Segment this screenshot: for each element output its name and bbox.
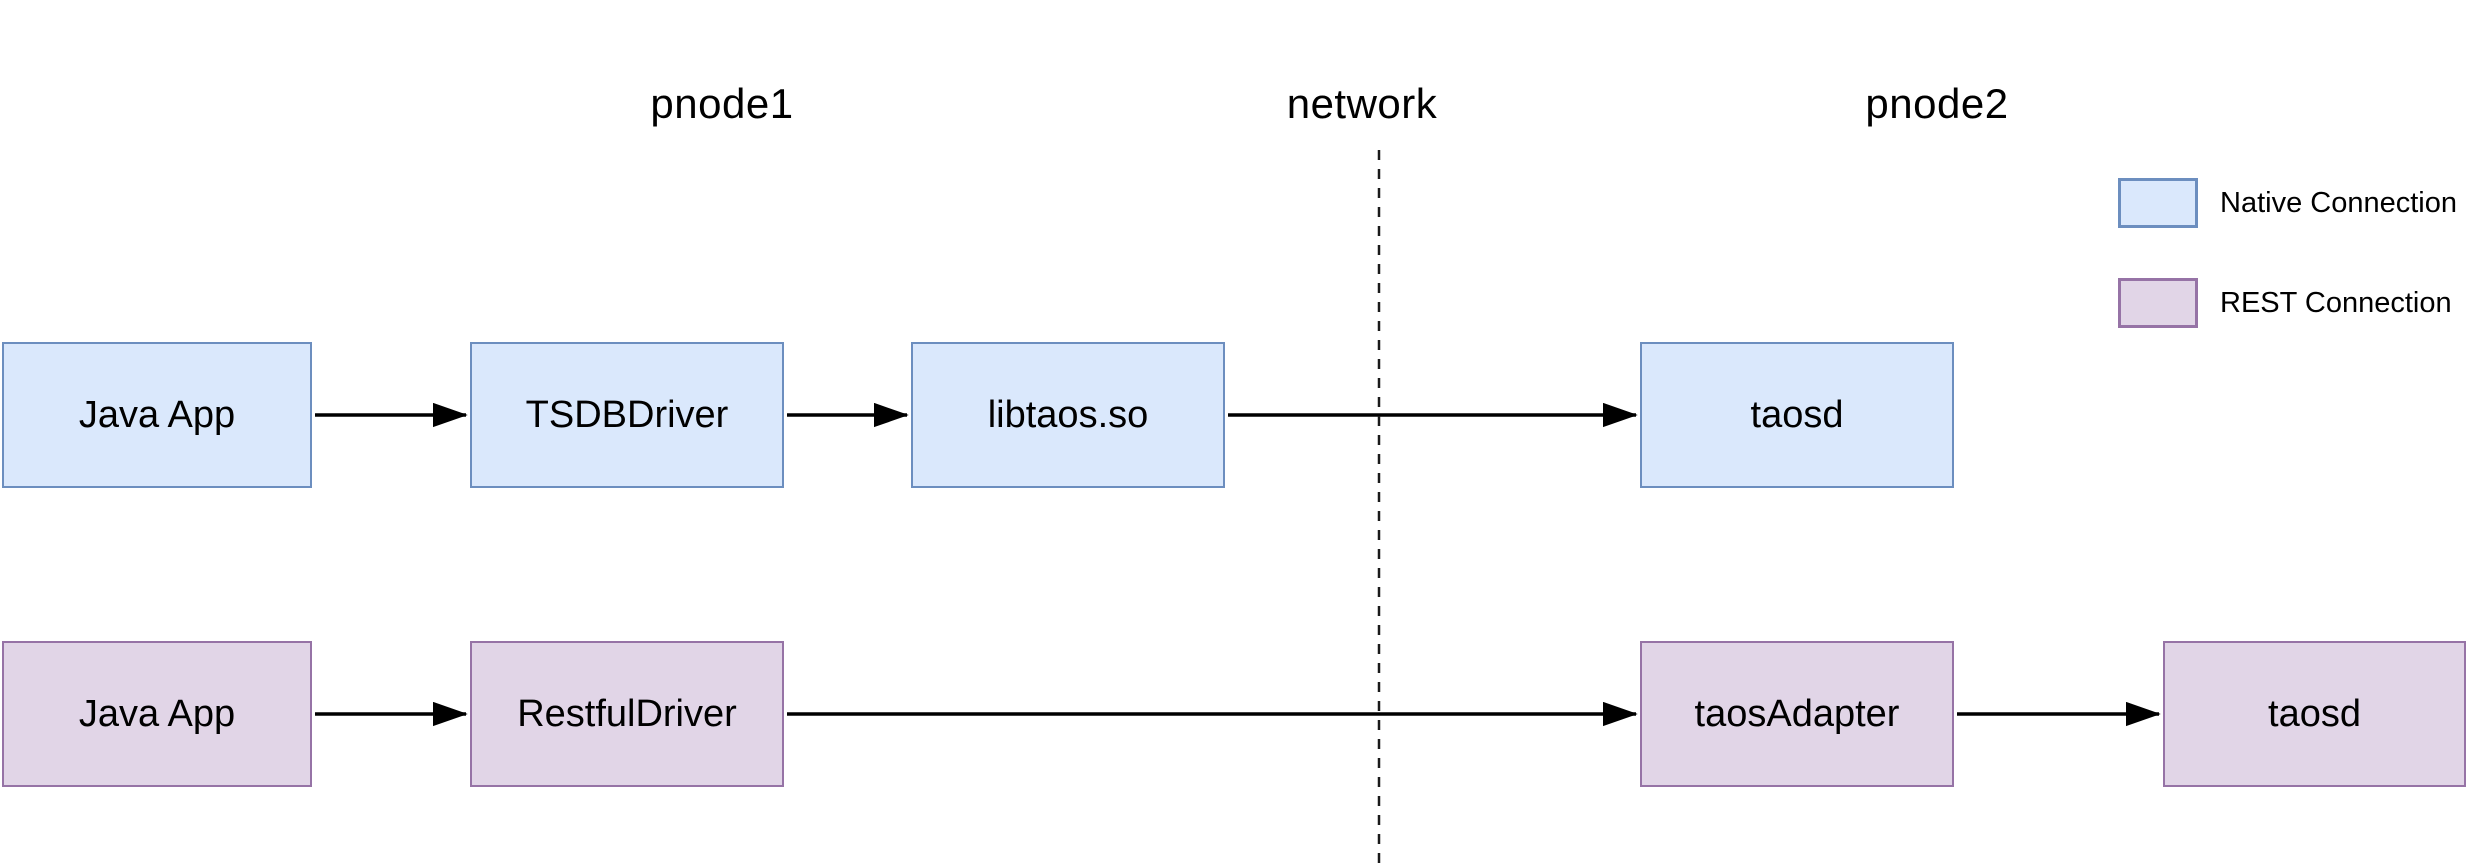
node-label: TSDBDriver <box>525 393 729 436</box>
group-title-pnode2: pnode2 <box>1865 80 2009 127</box>
node-java-app-rest: Java App <box>2 641 312 787</box>
legend-item-native: Native Connection <box>2118 178 2457 228</box>
legend-label-native-connection: Native Connection <box>2220 186 2457 219</box>
legend-item-rest: REST Connection <box>2118 278 2457 328</box>
legend-swatch-native-connection <box>2118 178 2198 228</box>
node-libtaos-so: libtaos.so <box>911 342 1225 488</box>
node-label: RestfulDriver <box>517 692 737 735</box>
group-title-network: network <box>1286 80 1438 127</box>
legend: Native Connection REST Connection <box>2118 178 2457 378</box>
node-label: taosd <box>1750 393 1844 436</box>
legend-swatch-rest-connection <box>2118 278 2198 328</box>
node-label: taosAdapter <box>1694 692 1900 735</box>
node-label: Java App <box>78 692 236 735</box>
node-taosadapter: taosAdapter <box>1640 641 1954 787</box>
legend-label-rest-connection: REST Connection <box>2220 286 2452 319</box>
node-label: taosd <box>2268 692 2361 735</box>
group-title-pnode1: pnode1 <box>650 80 794 127</box>
node-java-app-native: Java App <box>2 342 312 488</box>
node-taosd-rest: taosd <box>2163 641 2466 787</box>
node-label: libtaos.so <box>987 393 1149 436</box>
node-restfuldriver: RestfulDriver <box>470 641 784 787</box>
node-tsdbdriver: TSDBDriver <box>470 342 784 488</box>
node-taosd-native: taosd <box>1640 342 1954 488</box>
node-label: Java App <box>78 393 236 436</box>
